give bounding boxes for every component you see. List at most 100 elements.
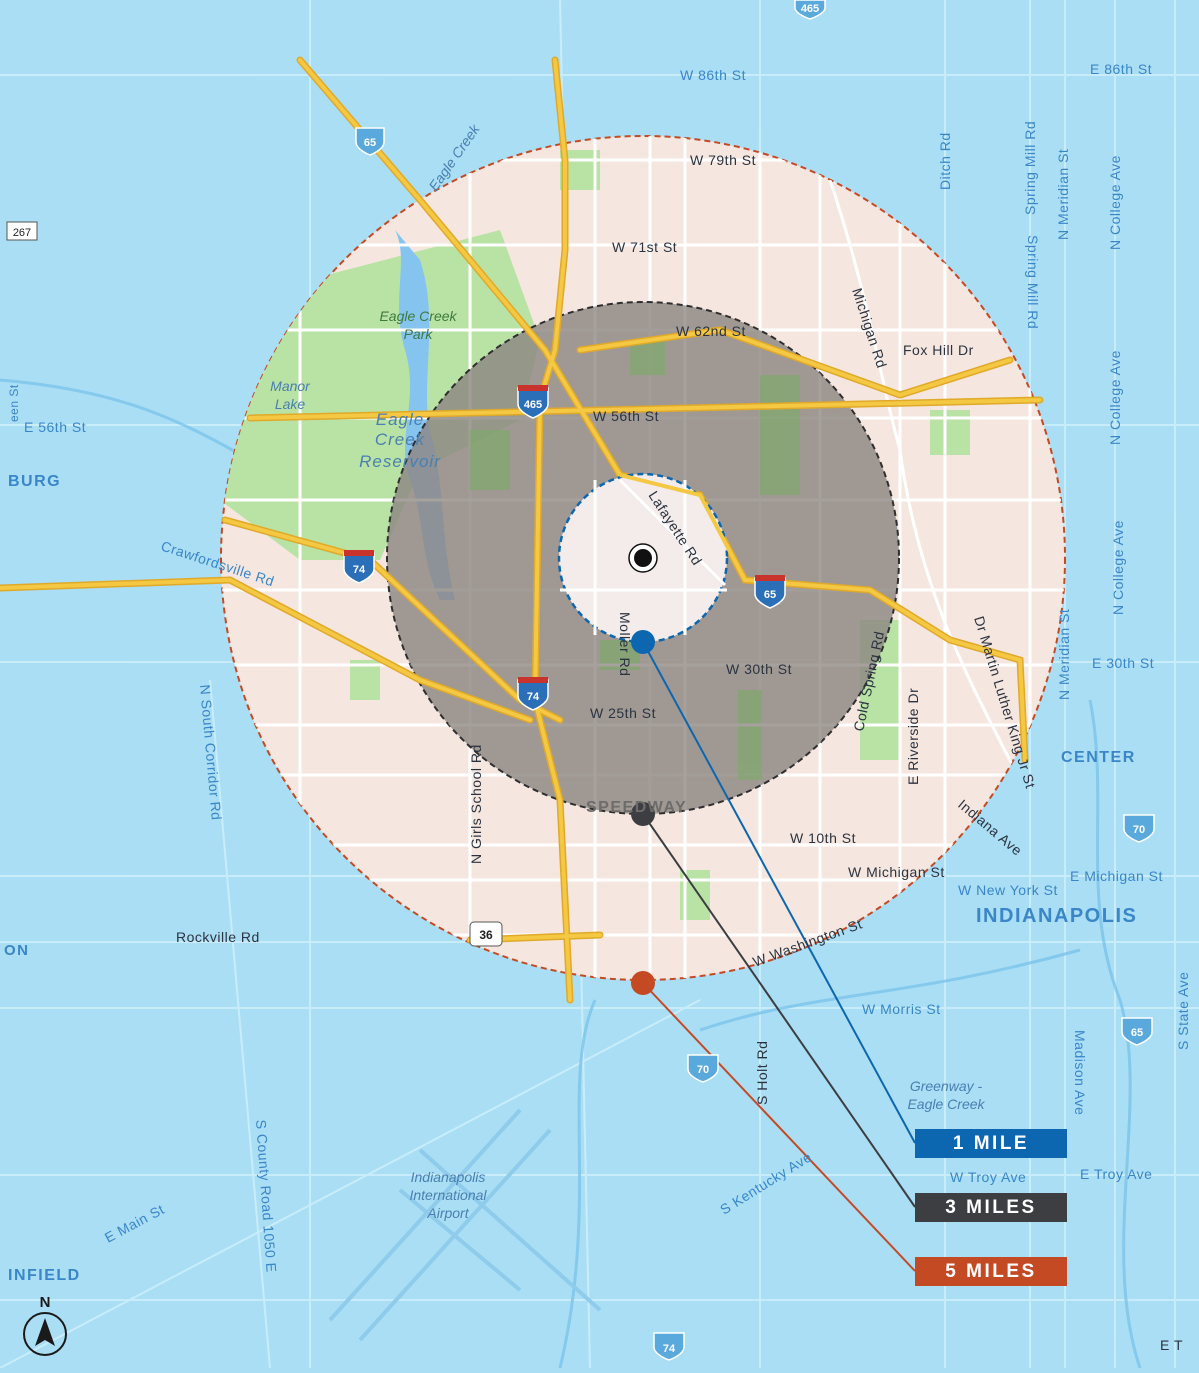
svg-text:E 30th St: E 30th St <box>1092 655 1154 671</box>
svg-text:70: 70 <box>1133 824 1145 836</box>
interstate-65-shield: 65 <box>754 575 786 609</box>
svg-text:Eagle Creek: Eagle Creek <box>379 308 457 324</box>
svg-text:Park: Park <box>404 326 434 342</box>
svg-text:CENTER: CENTER <box>1061 749 1136 766</box>
sr-267-shield: 267 <box>6 221 38 241</box>
target-icon[interactable] <box>628 543 658 573</box>
svg-text:65: 65 <box>1131 1027 1143 1039</box>
svg-text:W Michigan St: W Michigan St <box>848 864 945 880</box>
interstate-65-shield: 65 <box>355 127 385 156</box>
svg-text:W 25th St: W 25th St <box>590 705 656 721</box>
interstate-465-shield: 465 <box>794 0 826 20</box>
svg-text:W Morris St: W Morris St <box>862 1001 941 1017</box>
svg-text:Eagle: Eagle <box>376 410 424 429</box>
legend-3-miles: 3 MILES <box>915 1193 1067 1222</box>
svg-text:Rockville Rd: Rockville Rd <box>176 929 260 945</box>
interstate-465-shield: 465 <box>517 385 549 419</box>
svg-text:N College Ave: N College Ave <box>1107 350 1123 445</box>
svg-text:Eagle Creek: Eagle Creek <box>907 1096 985 1112</box>
svg-text:65: 65 <box>764 589 776 601</box>
ring-1-streets <box>560 478 727 635</box>
svg-text:E Michigan St: E Michigan St <box>1070 868 1163 884</box>
svg-text:Moller Rd: Moller Rd <box>617 612 633 676</box>
svg-text:465: 465 <box>801 3 819 15</box>
svg-text:65: 65 <box>364 137 376 149</box>
svg-text:BURG: BURG <box>8 473 61 490</box>
ring-5-dot[interactable] <box>631 971 655 995</box>
legend-5-miles: 5 MILES <box>915 1257 1067 1286</box>
svg-text:Fox Hill Dr: Fox Hill Dr <box>903 342 974 358</box>
svg-text:74: 74 <box>527 691 540 703</box>
svg-text:W 10th St: W 10th St <box>790 830 856 846</box>
interstate-74-shield: 74 <box>653 1332 685 1361</box>
svg-text:S Holt Rd: S Holt Rd <box>754 1041 770 1105</box>
svg-text:International: International <box>409 1187 487 1203</box>
svg-text:Reservoir: Reservoir <box>359 452 441 471</box>
svg-text:74: 74 <box>353 564 366 576</box>
svg-text:ON: ON <box>4 942 30 959</box>
rivers <box>0 378 1142 1369</box>
highways-fill <box>0 58 1042 1002</box>
svg-text:W 71st St: W 71st St <box>612 239 677 255</box>
svg-text:Airport: Airport <box>426 1205 469 1221</box>
svg-text:INFIELD: INFIELD <box>8 1267 81 1284</box>
svg-text:Creek: Creek <box>375 430 426 449</box>
leader-line-5-miles <box>642 982 916 1272</box>
svg-text:Spring Mill Rd: Spring Mill Rd <box>1022 121 1038 215</box>
svg-text:E Riverside Dr: E Riverside Dr <box>905 688 921 785</box>
svg-text:465: 465 <box>524 399 542 411</box>
interstate-74-shield: 74 <box>343 550 375 584</box>
interstate-70-shield: 70 <box>687 1054 719 1083</box>
svg-text:N College Ave: N College Ave <box>1107 155 1123 250</box>
interstate-70-shield: 70 <box>1123 814 1155 843</box>
svg-text:E 56th St: E 56th St <box>24 419 86 435</box>
svg-text:N Meridian St: N Meridian St <box>1055 149 1071 240</box>
park-patch <box>350 660 380 700</box>
svg-text:70: 70 <box>697 1064 709 1076</box>
svg-text:N College Ave: N College Ave <box>1110 520 1126 615</box>
svg-text:W 79th St: W 79th St <box>690 152 756 168</box>
interstate-65-shield: 65 <box>1121 1017 1153 1046</box>
svg-text:Indianapolis: Indianapolis <box>411 1169 486 1185</box>
airport-runways <box>328 1108 602 1342</box>
svg-text:N Meridian St: N Meridian St <box>1056 609 1072 700</box>
svg-text:W 86th St: W 86th St <box>680 67 746 83</box>
svg-text:INDIANAPOLIS: INDIANAPOLIS <box>976 905 1137 927</box>
svg-text:Madison Ave: Madison Ave <box>1072 1030 1088 1115</box>
us-36-shield: 36 <box>469 921 503 947</box>
svg-text:36: 36 <box>479 928 493 942</box>
svg-text:267: 267 <box>13 227 31 239</box>
park-patch <box>630 340 665 375</box>
interstate-74-shield: 74 <box>517 677 549 711</box>
ring-3-dot[interactable] <box>631 802 655 826</box>
svg-text:Spring Mill Rd: Spring Mill Rd <box>1025 235 1041 329</box>
svg-text:Ditch Rd: Ditch Rd <box>937 132 953 190</box>
svg-text:E Troy Ave: E Troy Ave <box>1080 1166 1152 1182</box>
svg-text:Manor: Manor <box>270 378 311 394</box>
svg-text:Lake: Lake <box>275 396 306 412</box>
leader-line-3-miles <box>642 813 916 1208</box>
svg-text:E 86th St: E 86th St <box>1090 61 1152 77</box>
svg-text:74: 74 <box>663 1343 676 1355</box>
svg-text:een St: een St <box>7 384 21 422</box>
park-patch <box>760 375 800 495</box>
svg-text:W Troy Ave: W Troy Ave <box>950 1169 1026 1185</box>
svg-text:W 62nd St: W 62nd St <box>676 323 746 339</box>
svg-text:E T: E T <box>1160 1337 1183 1353</box>
leader-line-1-mile <box>642 641 916 1144</box>
lafayette-highway-segment <box>619 473 747 581</box>
park-patch <box>470 430 510 490</box>
svg-text:W New York St: W New York St <box>958 882 1058 898</box>
svg-text:W 56th St: W 56th St <box>593 408 659 424</box>
ring-1-dot[interactable] <box>631 630 655 654</box>
north-arrow-icon: N <box>23 1294 67 1356</box>
svg-text:Greenway -: Greenway - <box>910 1078 983 1094</box>
legend-1-mile: 1 MILE <box>915 1129 1067 1158</box>
svg-text:N: N <box>40 1294 51 1311</box>
svg-text:N Girls School Rd: N Girls School Rd <box>468 744 484 864</box>
svg-text:W 30th St: W 30th St <box>726 661 792 677</box>
svg-text:SPEEDWAY: SPEEDWAY <box>586 799 687 816</box>
park-patch <box>738 690 762 780</box>
